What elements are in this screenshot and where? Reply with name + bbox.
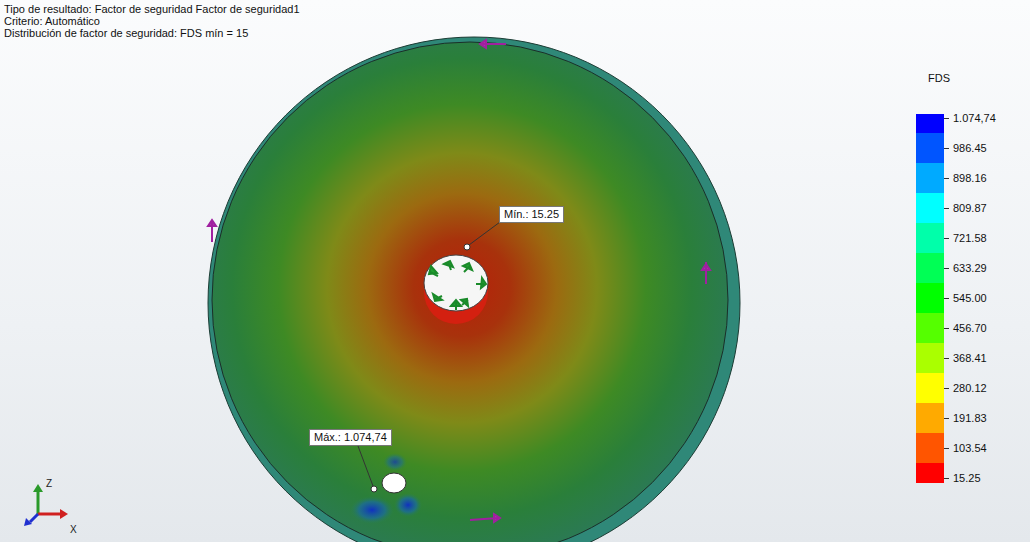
tick-mark <box>944 478 949 479</box>
colorbar-segment <box>916 373 944 404</box>
tick-mark <box>944 448 949 449</box>
disc-face <box>212 42 728 542</box>
tick-mark <box>944 418 949 419</box>
tick-mark <box>944 268 949 269</box>
tick-mark <box>944 178 949 179</box>
load-markers <box>208 40 710 522</box>
legend-value: 809.87 <box>953 202 987 214</box>
legend-value: 15.25 <box>953 472 981 484</box>
colorbar-segment <box>916 223 944 254</box>
colorbar-segment <box>916 114 944 134</box>
callout-text: Máx.: 1.074,74 <box>314 431 387 443</box>
legend-value: 633.29 <box>953 262 987 274</box>
tick-mark <box>944 118 949 119</box>
colorbar-segment <box>916 403 944 434</box>
min-callout: Mín.: 15.25 <box>499 206 564 223</box>
tick-mark <box>944 298 949 299</box>
center-hole <box>424 255 488 311</box>
max-callout: Máx.: 1.074,74 <box>309 429 392 446</box>
legend-value: 368.41 <box>953 352 987 364</box>
colorbar-segment <box>916 313 944 344</box>
header-line: Criterio: Automático <box>4 15 100 27</box>
fixture-arrows <box>429 261 486 310</box>
colorbar-segment <box>916 283 944 314</box>
legend-value: 1.074,74 <box>953 112 996 124</box>
colorbar-segment <box>916 193 944 224</box>
axis-label: Z <box>46 478 52 490</box>
tick-mark <box>944 238 949 239</box>
colorbar-segment <box>916 163 944 194</box>
callout-text: Mín.: 15.25 <box>504 208 559 220</box>
colorbar-segment <box>916 433 944 464</box>
axis-triad <box>24 484 68 526</box>
tick-mark <box>944 148 949 149</box>
header-line: Distribución de factor de seguridad: FDS… <box>4 27 248 39</box>
legend-value: 898.16 <box>953 172 987 184</box>
legend-value: 721.58 <box>953 232 987 244</box>
tick-mark <box>944 328 949 329</box>
axis-label: X <box>70 524 77 536</box>
legend-value: 280.12 <box>953 382 987 394</box>
legend-value: 456.70 <box>953 322 987 334</box>
colorbar-segment <box>916 253 944 284</box>
tick-mark <box>944 388 949 389</box>
legend-value: 986.45 <box>953 142 987 154</box>
legend-value: 103.54 <box>953 442 987 454</box>
colorbar-segment <box>916 343 944 374</box>
tick-mark <box>944 208 949 209</box>
disc-rim <box>208 37 740 542</box>
small-hole <box>382 473 406 493</box>
legend-value: 191.83 <box>953 412 987 424</box>
header-line: Tipo de resultado: Factor de seguridad F… <box>4 3 300 15</box>
legend-value: 545.00 <box>953 292 987 304</box>
colorbar-segment <box>916 463 944 483</box>
tick-mark <box>944 358 949 359</box>
legend-title: FDS <box>928 72 950 84</box>
colorbar-segment <box>916 133 944 164</box>
